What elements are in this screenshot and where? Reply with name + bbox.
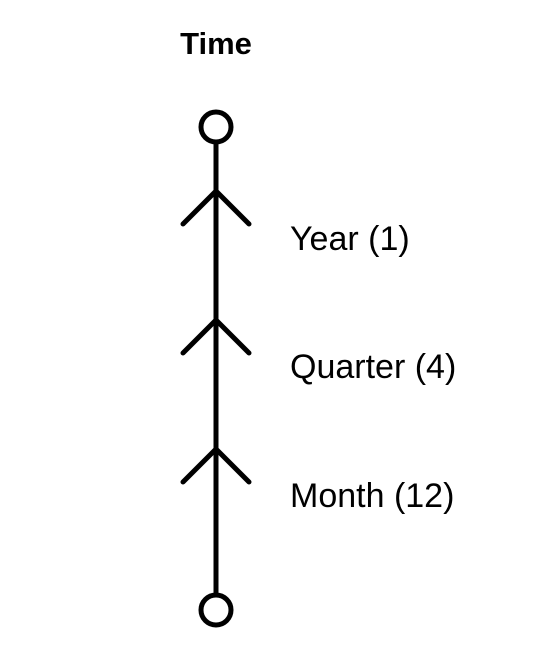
month-arrow-icon	[180, 446, 252, 485]
dimension-title: Time	[180, 26, 252, 61]
level-label-quarter: Quarter (4)	[290, 348, 457, 386]
top-node-circle	[198, 109, 234, 145]
bottom-node-circle	[198, 592, 234, 628]
quarter-arrow-icon	[180, 317, 252, 356]
level-label-month: Month (12)	[290, 477, 455, 515]
level-label-year: Year (1)	[290, 220, 410, 258]
year-arrow-icon	[180, 188, 252, 227]
